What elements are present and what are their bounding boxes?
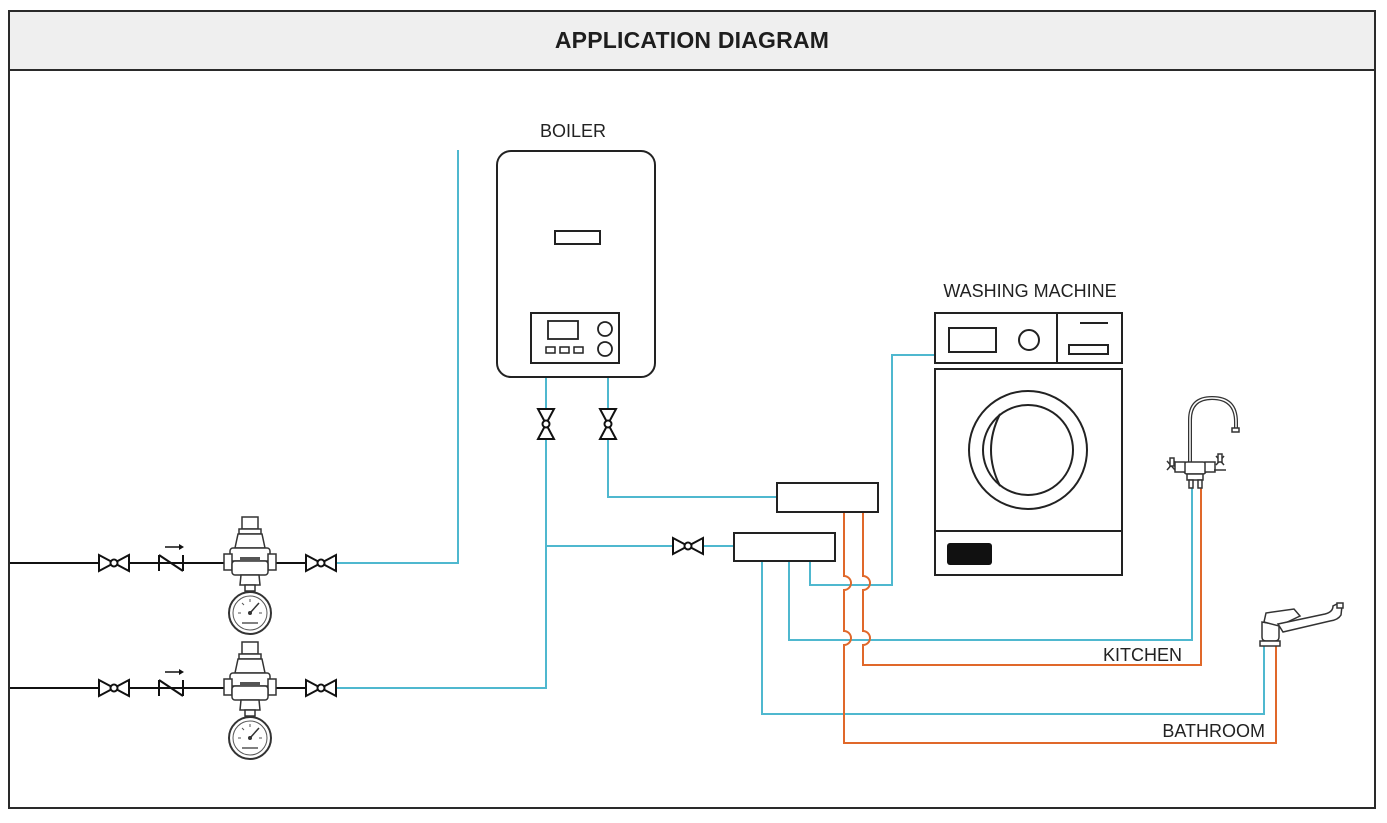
bathroom-hot-pipe: [843, 512, 1277, 744]
washing-machine-display: [948, 327, 997, 353]
boiler-label: BOILER: [540, 121, 606, 141]
washing-machine: WASHING MACHINE: [934, 281, 1123, 576]
check-valve-icon: [158, 668, 185, 697]
cold-pipe-main-riser: [336, 378, 547, 689]
kitchen-hot-pipe: [862, 488, 1202, 666]
faucet-icon: [1259, 602, 1344, 647]
ball-valve-icon[interactable]: [98, 554, 130, 572]
mains-lower-assembly: [98, 641, 337, 760]
hot-water-manifold: [776, 482, 879, 513]
bathroom-label: BATHROOM: [1162, 721, 1265, 741]
kitchen-cold-pipe: [788, 488, 1193, 641]
ball-valve-icon[interactable]: [672, 537, 704, 555]
boiler-screen: [547, 320, 579, 340]
pressure-reducer-icon[interactable]: [223, 516, 277, 635]
boiler-hot-outlet-pipe: [607, 378, 777, 498]
washing-machine-filter-panel: [947, 543, 992, 565]
hot-water-pipes: [843, 488, 1277, 744]
boiler-knob[interactable]: [597, 341, 613, 357]
cold-water-manifold: [733, 532, 836, 562]
mixer-tap-icon: [1166, 395, 1240, 489]
boiler-button[interactable]: [545, 346, 556, 354]
diagram-header: APPLICATION DIAGRAM: [10, 12, 1374, 71]
washing-machine-label: WASHING MACHINE: [943, 281, 1116, 301]
boiler: BOILER: [496, 121, 656, 378]
pressure-reducer-icon[interactable]: [223, 641, 277, 760]
boiler-knob[interactable]: [597, 321, 613, 337]
cold-water-pipes: [336, 150, 1265, 715]
bathroom-cold-pipe: [761, 561, 1265, 715]
washing-machine-feed-pipe: [809, 354, 935, 586]
ball-valve-icon[interactable]: [305, 554, 337, 572]
boiler-display-slot: [554, 230, 601, 245]
cold-pipe-upper-riser: [336, 150, 459, 564]
ball-valve-icon[interactable]: [98, 679, 130, 697]
mains-upper-assembly: [98, 516, 337, 635]
check-valve-icon: [158, 543, 185, 572]
ball-valve-icon[interactable]: [537, 408, 555, 440]
detergent-drawer[interactable]: [1068, 344, 1109, 355]
ball-valve-icon[interactable]: [305, 679, 337, 697]
boiler-button[interactable]: [559, 346, 570, 354]
ball-valve-icon[interactable]: [599, 408, 617, 440]
diagram-title: APPLICATION DIAGRAM: [554, 27, 830, 53]
washing-machine-knob[interactable]: [1018, 329, 1040, 351]
boiler-button[interactable]: [573, 346, 584, 354]
kitchen-label: KITCHEN: [1103, 645, 1182, 665]
